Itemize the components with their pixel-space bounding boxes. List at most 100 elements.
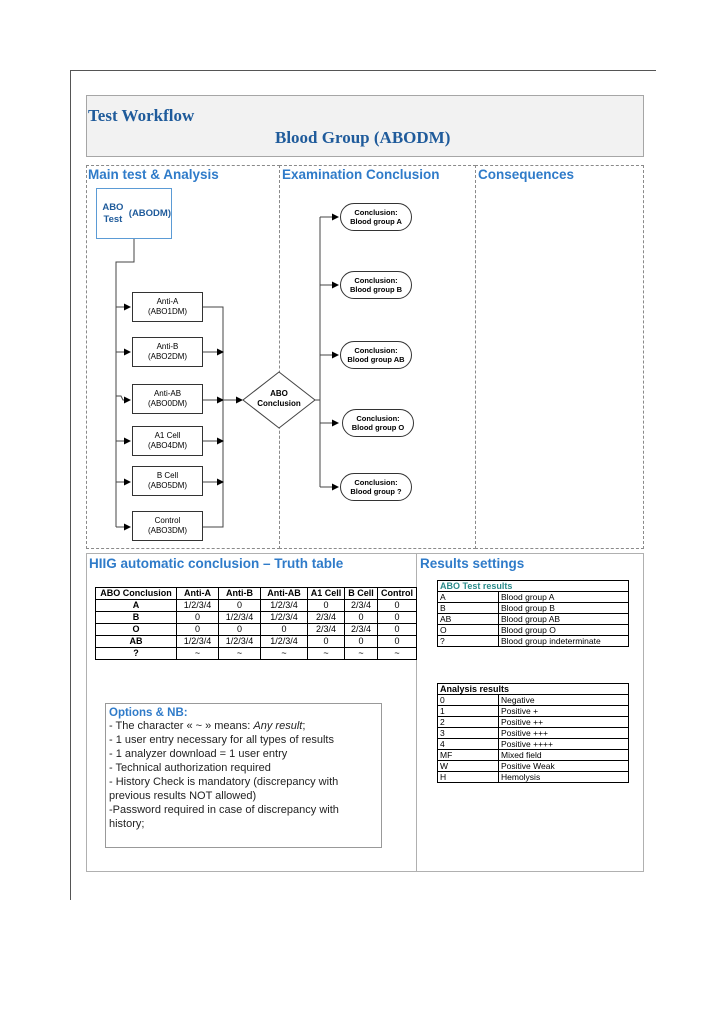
header-title: Test Workflow <box>88 106 195 125</box>
table-cell: Positive ++ <box>498 716 629 728</box>
analysis-box-b-cell: B Cell (ABO5DM) <box>132 466 203 496</box>
conclusion-line1: Conclusion: <box>354 478 398 487</box>
table-cell: Blood group A <box>498 591 629 603</box>
table-header: A1 Cell <box>307 587 345 600</box>
table-cell: Positive + <box>498 705 629 717</box>
table-cell: B <box>95 611 177 624</box>
table-row: O 0 0 0 2/3/4 2/3/4 0 <box>95 623 417 636</box>
options-line: - 1 analyzer download = 1 user entry <box>109 748 288 760</box>
header-box <box>86 95 644 157</box>
options-line: previous results NOT allowed) <box>109 790 257 802</box>
table-header: B Cell <box>344 587 378 600</box>
table-cell: 0 <box>377 635 417 648</box>
table-cell: ? <box>437 635 499 647</box>
table-header-row: ABO Conclusion Anti-A Anti-B Anti-AB A1 … <box>95 587 417 600</box>
exam-section-title: Examination Conclusion <box>282 167 440 182</box>
analysis-name: B Cell <box>156 471 179 480</box>
abo-results-title: ABO Test results <box>437 580 629 592</box>
header-subtitle: Blood Group (ABODM) <box>275 128 451 147</box>
table-cell: 0 <box>437 694 499 706</box>
decision-diamond <box>242 371 316 429</box>
table-header: ABO Conclusion <box>95 587 177 600</box>
table-row: ? ~ ~ ~ ~ ~ ~ <box>95 647 417 660</box>
table-cell: 0 <box>218 623 261 636</box>
table-cell: 2/3/4 <box>344 623 378 636</box>
table-cell: Negative <box>498 694 629 706</box>
table-cell: 1/2/3/4 <box>218 635 261 648</box>
frame-left-line <box>70 70 71 900</box>
table-cell: 1 <box>437 705 499 717</box>
table-cell: 0 <box>176 611 219 624</box>
table-cell: 1/2/3/4 <box>176 635 219 648</box>
results-section-title: Results settings <box>420 556 525 571</box>
table-row: A 1/2/3/4 0 1/2/3/4 0 2/3/4 0 <box>95 599 417 612</box>
table-row: B 0 1/2/3/4 1/2/3/4 2/3/4 0 0 <box>95 611 417 624</box>
conclusion-line1: Conclusion: <box>354 276 398 285</box>
conclusion-line2: Blood group ? <box>350 487 402 496</box>
conclusion-line2: Blood group O <box>351 423 405 432</box>
table-cell: 0 <box>307 599 345 612</box>
conclusion-line2: Blood group AB <box>347 355 405 364</box>
table-cell: 0 <box>344 635 378 648</box>
table-cell: 2 <box>437 716 499 728</box>
table-header: Anti-A <box>176 587 219 600</box>
consequences-section-title: Consequences <box>478 167 575 182</box>
table-cell: O <box>95 623 177 636</box>
abo-test-code: (ABODM) <box>128 207 171 219</box>
table-cell: AB <box>437 613 499 625</box>
analysis-name: Anti-AB <box>153 389 182 398</box>
conclusion-line1: Conclusion: <box>356 414 400 423</box>
analysis-code: (ABO4DM) <box>147 441 188 450</box>
options-line: - 1 user entry necessary for all types o… <box>109 734 334 746</box>
table-cell: ~ <box>344 647 378 660</box>
table-cell: 0 <box>377 611 417 624</box>
table-cell: 1/2/3/4 <box>260 635 308 648</box>
decision-label: ABO Conclusion <box>250 389 308 409</box>
table-cell: AB <box>95 635 177 648</box>
table-cell: MF <box>437 749 499 761</box>
options-title: Options & NB: <box>109 707 188 719</box>
table-cell: 2/3/4 <box>344 599 378 612</box>
table-cell: 0 <box>218 599 261 612</box>
table-header: Anti-B <box>218 587 261 600</box>
table-cell: 2/3/4 <box>307 623 345 636</box>
table-cell: Positive ++++ <box>498 738 629 750</box>
table-cell: Positive Weak <box>498 760 629 772</box>
table-cell: 0 <box>260 623 308 636</box>
table-cell: A <box>95 599 177 612</box>
table-cell: 3 <box>437 727 499 739</box>
conclusion-line2: Blood group B <box>349 285 403 294</box>
options-line: -Password required in case of discrepanc… <box>109 804 339 816</box>
consequences-panel <box>475 165 644 549</box>
table-cell: H <box>437 771 499 783</box>
analysis-box-anti-a: Anti-A (ABO1DM) <box>132 292 203 322</box>
conclusion-node-ab: Conclusion: Blood group AB <box>340 341 412 369</box>
table-cell: A <box>437 591 499 603</box>
options-line: history; <box>109 818 145 830</box>
analysis-box-a1-cell: A1 Cell (ABO4DM) <box>132 426 203 456</box>
table-header: Control <box>377 587 417 600</box>
analysis-code: (ABO0DM) <box>147 399 188 408</box>
frame-top-line <box>70 70 656 71</box>
options-text: - The character « ~ » means: <box>109 720 254 732</box>
conclusion-line1: Conclusion: <box>354 346 398 355</box>
results-panel <box>416 553 644 872</box>
table-cell: 1/2/3/4 <box>260 611 308 624</box>
conclusion-node-unknown: Conclusion: Blood group ? <box>340 473 412 501</box>
table-cell: Blood group O <box>498 624 629 636</box>
table-row: ?Blood group indeterminate <box>437 635 629 647</box>
table-cell: Blood group AB <box>498 613 629 625</box>
table-cell: 4 <box>437 738 499 750</box>
truth-section-title: HIIG automatic conclusion – Truth table <box>89 556 344 571</box>
analysis-box-anti-b: Anti-B (ABO2DM) <box>132 337 203 367</box>
analysis-code: (ABO5DM) <box>147 481 188 490</box>
table-cell: ~ <box>377 647 417 660</box>
options-box: Options & NB: - The character « ~ » mean… <box>105 703 382 848</box>
table-cell: Hemolysis <box>498 771 629 783</box>
